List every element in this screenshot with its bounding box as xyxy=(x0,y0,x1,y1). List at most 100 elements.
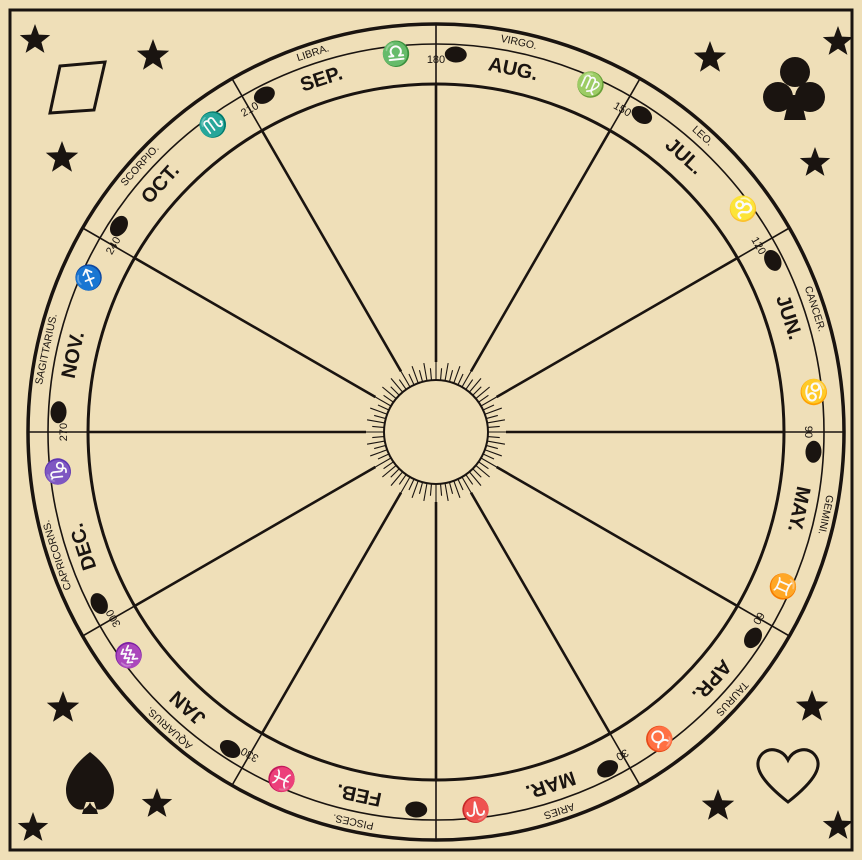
star-icon xyxy=(142,788,172,817)
sunburst-ray xyxy=(481,391,507,406)
ray-line xyxy=(471,131,610,372)
star-icon xyxy=(137,39,169,70)
degree-mark: 90 xyxy=(802,426,814,438)
zodiac-glyph-water-bearer-icon: ♒ xyxy=(109,635,149,676)
degree-mark: 150 xyxy=(611,100,633,120)
zodiac-glyph-maiden-icon: ♍ xyxy=(571,66,610,104)
sunburst-ray xyxy=(372,437,384,438)
sunburst-ray xyxy=(476,465,490,477)
sunburst-ray xyxy=(462,361,477,387)
ray-line xyxy=(262,131,401,372)
sunburst-ray xyxy=(476,387,490,399)
sector-libra: SEP.LIBRA.♎ xyxy=(251,39,413,107)
ray-line xyxy=(135,258,376,397)
month-label: MAR. xyxy=(523,766,578,803)
sunburst-ray xyxy=(473,387,481,395)
sector-cancer: JUN.CANCER.♋ xyxy=(761,247,829,409)
sunburst-ray xyxy=(424,363,427,381)
zodiac-glyph-scorpion-icon: ♏ xyxy=(193,105,234,145)
star-icon xyxy=(694,41,726,72)
month-label: FEB. xyxy=(334,779,383,810)
sunburst-ray xyxy=(430,484,431,496)
star-icon xyxy=(823,26,853,55)
star-icon xyxy=(823,810,853,839)
zodiac-glyph-crab-icon: ♋ xyxy=(798,376,829,409)
sector-sagittarius: NOV.SAGITTARIUS.♐ xyxy=(33,258,108,423)
sunburst-ray xyxy=(466,380,473,390)
sunburst-ray xyxy=(382,465,396,477)
ray-line xyxy=(497,258,738,397)
degree-mark: 30 xyxy=(614,746,631,763)
zodiac-glyph-goat-icon: ♑ xyxy=(43,455,74,488)
sunburst-ray xyxy=(374,415,386,418)
zodiac-glyph-lion-icon: ♌ xyxy=(723,189,763,230)
sunburst-ray xyxy=(367,441,385,444)
sunburst-ray xyxy=(372,426,384,427)
sunburst-ray xyxy=(487,420,505,423)
zodiac-glyph-fish-icon: ♓ xyxy=(262,760,301,798)
center-hub xyxy=(384,380,488,484)
degree-mark: 330 xyxy=(239,744,261,764)
club-lobe xyxy=(780,57,810,87)
archer-icon xyxy=(50,401,67,424)
sector-capricorns: DEC.CAPRICORNS.♑ xyxy=(40,455,111,617)
sunburst-ray xyxy=(378,405,389,410)
sunburst-ray xyxy=(399,380,406,390)
sunburst-ray xyxy=(391,378,403,392)
sunburst-ray xyxy=(419,482,422,494)
star-icon xyxy=(46,141,78,172)
ray-line xyxy=(497,467,738,606)
sunburst-ray xyxy=(384,395,394,402)
ray-line xyxy=(471,493,610,734)
sunburst-ray xyxy=(365,391,391,406)
degree-mark: 240 xyxy=(104,235,124,257)
sunburst-ray xyxy=(441,368,442,380)
sunburst-ray xyxy=(370,408,387,414)
sunburst-ray xyxy=(391,469,399,477)
sunburst-ray xyxy=(483,405,494,410)
sunburst-ray xyxy=(449,370,452,382)
sunburst-ray xyxy=(488,426,500,427)
sunburst-ray xyxy=(391,472,403,486)
sunburst-ray xyxy=(445,483,448,501)
sunburst-ray xyxy=(485,408,502,414)
scorpion-icon xyxy=(106,213,131,240)
zodiac-glyph-scales-icon: ♎ xyxy=(380,39,413,70)
star-icon xyxy=(47,691,79,722)
sunburst-ray xyxy=(458,479,463,490)
sunburst-ray xyxy=(424,483,427,501)
sunburst-ray xyxy=(462,477,477,503)
month-label: AUG. xyxy=(486,53,539,85)
club-suit-icon xyxy=(763,57,825,120)
sunburst-ray xyxy=(409,374,414,385)
sunburst-ray xyxy=(445,363,448,381)
sunburst-ray xyxy=(395,477,410,503)
spade-suit-icon xyxy=(66,752,114,814)
sunburst-ray xyxy=(391,387,399,395)
star-icon xyxy=(20,24,50,53)
star-icon xyxy=(702,789,734,820)
heart-suit-icon xyxy=(758,750,818,802)
zodiac-glyph-archer-icon: ♐ xyxy=(70,258,108,297)
sunburst-ray xyxy=(469,378,481,392)
sunburst-ray xyxy=(378,454,389,459)
maiden-icon xyxy=(444,46,467,63)
lion-icon xyxy=(628,102,655,127)
sunburst-ray xyxy=(454,481,460,498)
sunburst-ray xyxy=(454,366,460,383)
sunburst-ray xyxy=(488,437,500,438)
sunburst-ray xyxy=(441,484,442,496)
sunburst-ray xyxy=(487,441,505,444)
sunburst-ray xyxy=(466,475,473,485)
sunburst-ray xyxy=(384,462,394,469)
sunburst-ray xyxy=(458,374,463,385)
sunburst-ray xyxy=(479,395,489,402)
sunburst-ray xyxy=(412,481,418,498)
sunburst-ray xyxy=(473,469,481,477)
sunburst-ray xyxy=(449,482,452,494)
bull-icon xyxy=(740,624,765,651)
star-icon xyxy=(18,812,48,841)
star-icon xyxy=(800,147,830,176)
